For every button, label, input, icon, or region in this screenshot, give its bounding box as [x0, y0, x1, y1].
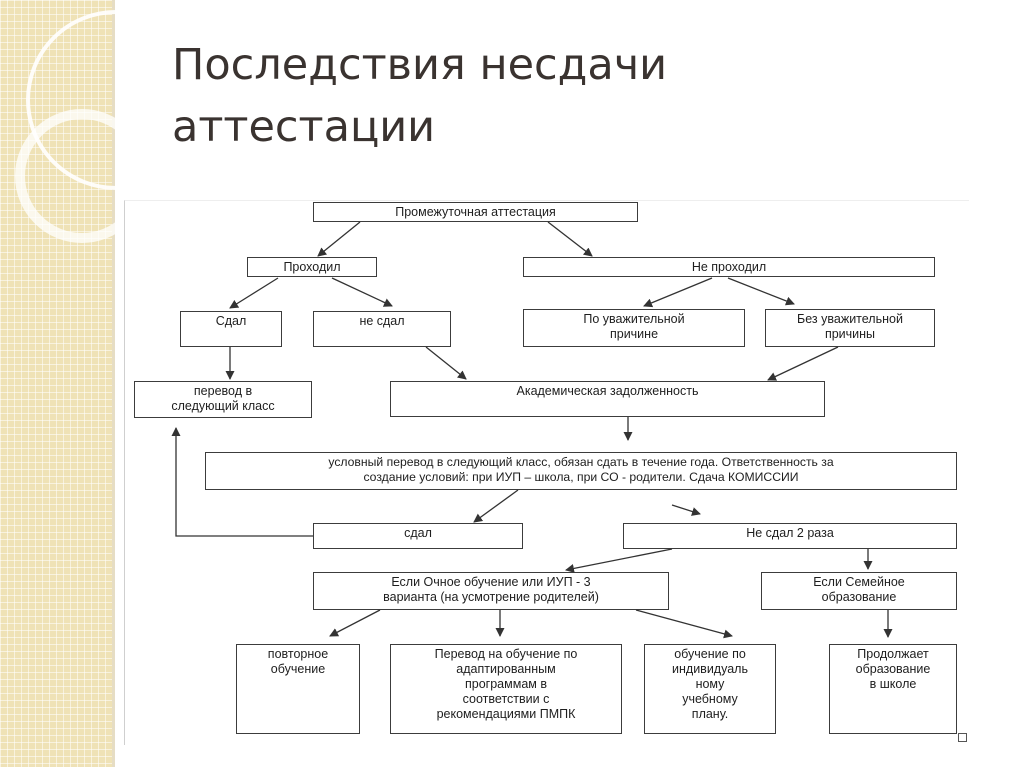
sidebar-divider: [112, 0, 115, 767]
slide-title: Последствия несдачи аттестации: [172, 34, 872, 158]
node-repeat-education: повторное обучение: [236, 644, 360, 734]
decorative-rings: [15, 10, 180, 243]
node-passed: Проходил: [247, 257, 377, 277]
decorative-sidebar: [0, 0, 112, 767]
node-passed-again: сдал: [313, 523, 523, 549]
node-adapted-programs: Перевод на обучение по адаптированным пр…: [390, 644, 622, 734]
node-family-education: Если Семейное образование: [761, 572, 957, 610]
node-failed-twice: Не сдал 2 раза: [623, 523, 957, 549]
node-took: Сдал: [180, 311, 282, 347]
node-valid-reason: По уважительной причине: [523, 309, 745, 347]
slide-title-line-2: аттестации: [172, 102, 436, 152]
slide-title-line-1: Последствия несдачи: [172, 40, 668, 90]
node-no-valid-reason: Без уважительной причины: [765, 309, 935, 347]
node-interim-attestation: Промежуточная аттестация: [313, 202, 638, 222]
node-conditional-transfer: условный перевод в следующий класс, обяз…: [205, 452, 957, 490]
node-transfer-next-class: перевод в следующий класс: [134, 381, 312, 418]
diagram-frame: [124, 200, 969, 745]
node-academic-debt: Академическая задолженность: [390, 381, 825, 417]
node-fulltime-education: Если Очное обучение или ИУП - 3 варианта…: [313, 572, 669, 610]
node-not-passed: Не проходил: [523, 257, 935, 277]
node-continue-school: Продолжает образование в школе: [829, 644, 957, 734]
node-individual-plan: обучение по индивидуаль ному учебному пл…: [644, 644, 776, 734]
node-not-took: не сдал: [313, 311, 451, 347]
corner-marker: [958, 733, 967, 742]
